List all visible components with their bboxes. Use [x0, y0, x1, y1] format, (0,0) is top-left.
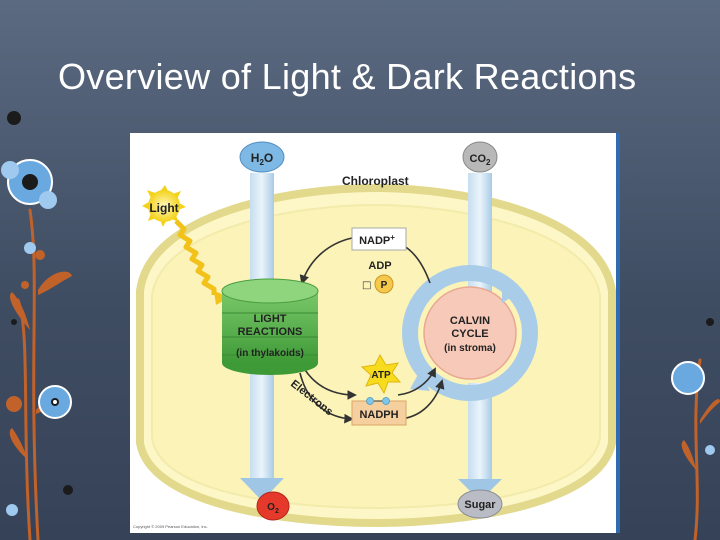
calvin-cycle-ring — [402, 265, 538, 401]
adp-label: ADP — [368, 260, 391, 272]
o2-label: O2 — [267, 502, 279, 515]
phosphate-label: P — [381, 280, 388, 291]
nadp-return-arrow — [299, 237, 353, 285]
h2o-label: H2O — [251, 151, 273, 167]
sugar-label: Sugar — [464, 499, 496, 511]
calvin-cycle-line-3: (in stroma) — [444, 343, 496, 354]
sugar-bubble — [457, 489, 503, 519]
nadp-plus-label: NADP+ — [359, 233, 395, 247]
calvin-cycle-line-2: CYCLE — [451, 328, 488, 340]
phosphate-circle — [374, 274, 394, 294]
co2-label: CO2 — [470, 153, 492, 167]
light-reactions-line-2: REACTIONS — [238, 326, 303, 338]
chloroplast-diagram: H2O CO2 Chloroplast Light NADP+ ADP □ P … — [130, 133, 620, 533]
atp-label: ATP — [371, 370, 391, 381]
o2-bubble — [256, 491, 290, 521]
chloroplast-label: Chloroplast — [342, 174, 409, 188]
h2o-flow-arrow — [250, 173, 274, 298]
nadph-label: NADPH — [359, 409, 398, 421]
o2-flow-arrow — [240, 478, 284, 501]
slide-title: Overview of Light & Dark Reactions — [58, 56, 637, 97]
nadph-box — [351, 400, 407, 426]
thylakoid-stack — [221, 278, 319, 375]
h2o-bubble — [239, 141, 285, 173]
atp-star — [360, 353, 402, 395]
light-energy-arrow — [174, 219, 217, 295]
calvin-cycle-line-1: CALVIN — [450, 315, 490, 327]
light-label: Light — [149, 201, 178, 215]
light-reactions-line-3: (in thylakoids) — [236, 348, 304, 359]
nadph-supply-arrow — [299, 372, 354, 424]
phosphate-symbol: □ — [362, 280, 371, 291]
nadp-plus-box — [351, 227, 407, 251]
diagram-canvas: H2O CO2 Chloroplast Light NADP+ ADP □ P … — [133, 141, 616, 529]
sun-icon — [142, 185, 186, 227]
light-reactions-line-1: LIGHT — [254, 313, 287, 325]
copyright-text: Copyright © 2009 Pearson Education, Inc. — [133, 524, 208, 529]
co2-bubble — [462, 141, 498, 173]
